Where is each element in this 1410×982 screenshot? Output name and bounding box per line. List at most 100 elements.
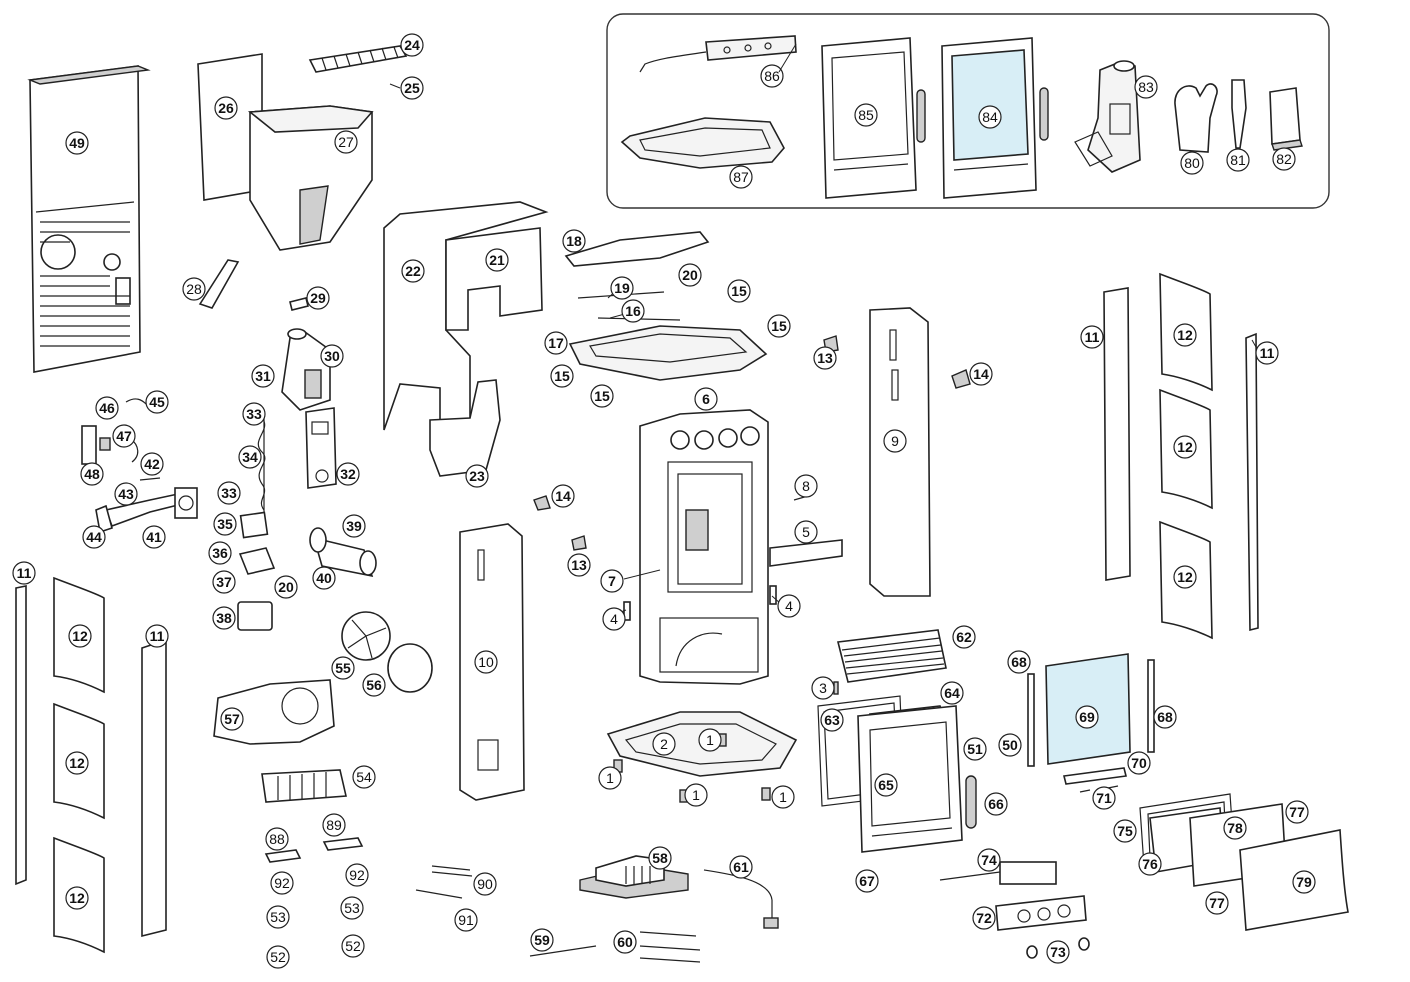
callout-circle: [270, 871, 294, 895]
callout-circle: [1138, 852, 1162, 876]
callout-number: 20: [278, 579, 294, 595]
callout-number: 1: [779, 789, 787, 805]
callout-69: 69: [1075, 705, 1099, 729]
callout-circle: [274, 575, 298, 599]
callout-64: 64: [940, 681, 964, 705]
callout-71: 71: [1092, 786, 1116, 810]
callout-33: 33: [242, 402, 266, 426]
callout-number: 30: [324, 348, 340, 364]
callout-number: 92: [274, 875, 290, 891]
part-83-bracket: [1074, 60, 1141, 173]
callout-number: 6: [702, 391, 710, 407]
callout-number: 4: [785, 598, 793, 614]
callout-20: 20: [678, 263, 702, 287]
callout-1: 1: [698, 728, 722, 752]
callout-circle: [1173, 435, 1197, 459]
callout-32: 32: [336, 462, 360, 486]
callout-39: 39: [342, 514, 366, 538]
callout-14: 14: [969, 362, 993, 386]
callout-number: 22: [405, 263, 421, 279]
callout-number: 70: [1131, 755, 1147, 771]
callout-circle: [485, 248, 509, 272]
callout-33: 33: [217, 481, 241, 505]
callout-90: 90: [473, 872, 497, 896]
callout-circle: [266, 945, 290, 969]
callout-number: 4: [610, 611, 618, 627]
callout-circle: [266, 905, 290, 929]
callout-circle: [212, 606, 236, 630]
callout-number: 82: [1276, 151, 1292, 167]
callout-47: 47: [112, 424, 136, 448]
callout-number: 15: [554, 368, 570, 384]
callout-leader: [623, 569, 661, 580]
callout-number: 25: [404, 80, 420, 96]
callout-circle: [454, 908, 478, 932]
callout-circle: [400, 76, 424, 100]
callout-24: 24: [400, 33, 424, 57]
callout-number: 11: [17, 565, 32, 581]
callout-circle: [1173, 565, 1197, 589]
callout-54: 54: [352, 765, 376, 789]
callout-61: 61: [729, 855, 753, 879]
callout-circle: [760, 64, 784, 88]
callout-15: 15: [590, 384, 614, 408]
callout-53: 53: [266, 905, 290, 929]
callout-46: 46: [95, 396, 119, 420]
callout-number: 43: [118, 486, 134, 502]
callout-number: 46: [99, 400, 115, 416]
callout-circle: [12, 561, 36, 585]
callout-circle: [345, 863, 369, 887]
callout-number: 14: [973, 366, 989, 382]
part-4-pin-right: [769, 585, 777, 605]
callout-circle: [874, 773, 898, 797]
callout-circle: [813, 346, 837, 370]
callout-circle: [1134, 75, 1158, 99]
part-11-profile-right-b: [1245, 332, 1259, 632]
callout-number: 12: [1177, 439, 1193, 455]
part-90-wire: [431, 865, 473, 877]
callout-number: 2: [660, 736, 668, 752]
callout-circle: [1180, 151, 1204, 175]
callout-circle: [972, 906, 996, 930]
callout-45: 45: [145, 390, 169, 414]
callout-number: 72: [976, 910, 992, 926]
callout-number: 64: [944, 685, 960, 701]
part-73-buttons: [1026, 937, 1090, 959]
callout-4: 4: [771, 594, 801, 618]
callout-79: 79: [1292, 870, 1316, 894]
callout-number: 35: [217, 516, 233, 532]
part-39-cylinder: [309, 527, 377, 578]
callout-number: 8: [802, 478, 810, 494]
callout-circle: [684, 783, 708, 807]
callout-circle: [341, 934, 365, 958]
callout-number: 61: [733, 859, 749, 875]
callout-6: 6: [694, 387, 718, 411]
part-18-top-cover: [564, 231, 710, 267]
callout-number: 16: [625, 303, 641, 319]
callout-circle: [140, 452, 164, 476]
callout-number: 9: [891, 433, 899, 449]
callout-circle: [362, 673, 386, 697]
callout-number: 28: [186, 281, 202, 297]
callout-78: 78: [1223, 816, 1247, 840]
callout-9: 9: [883, 429, 907, 453]
callout-52: 52: [341, 934, 365, 958]
callout-15: 15: [550, 364, 574, 388]
callout-49: 49: [65, 131, 89, 155]
callout-circle: [220, 707, 244, 731]
callout-circle: [1255, 341, 1279, 365]
callout-circle: [652, 732, 676, 756]
callout-number: 78: [1227, 820, 1243, 836]
callout-number: 34: [242, 449, 258, 465]
callout-36: 36: [208, 541, 232, 565]
callout-number: 29: [310, 290, 326, 306]
part-82-manual: [1269, 87, 1303, 151]
callout-25: 25: [389, 76, 424, 100]
callout-84: 84: [978, 105, 1002, 129]
callout-75: 75: [1113, 819, 1137, 843]
callout-43: 43: [114, 482, 138, 506]
callout-number: 12: [1177, 327, 1193, 343]
callout-number: 56: [366, 677, 382, 693]
callout-number: 31: [255, 368, 271, 384]
callout-number: 1: [706, 732, 714, 748]
